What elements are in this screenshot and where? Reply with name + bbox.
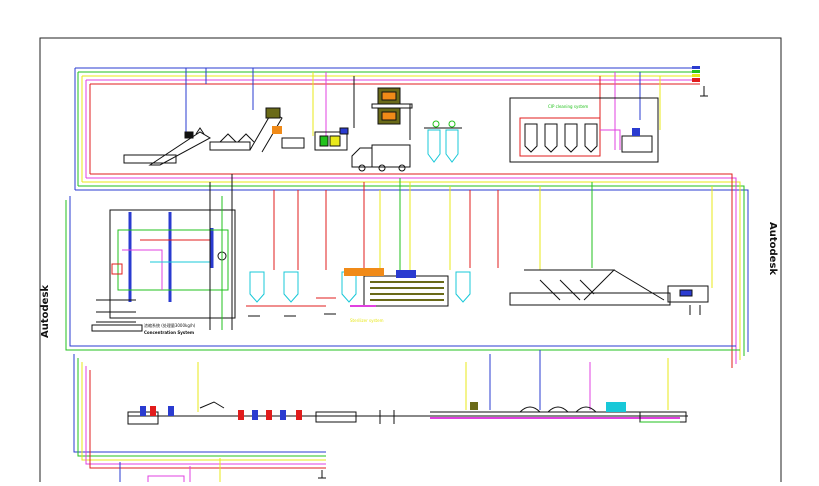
- sterilizer-system: [344, 268, 449, 307]
- elevator-conveyor-1: [123, 127, 212, 166]
- holding-tanks: [246, 271, 471, 317]
- cip-label: CIP cleaning system: [548, 104, 588, 109]
- legend-markers: [692, 66, 708, 97]
- pipe-loop-bottom: [73, 354, 326, 479]
- storage-tanks-pair: [424, 120, 462, 163]
- vertical-drops-bottom: [119, 350, 669, 485]
- truck-icon: [351, 144, 411, 172]
- watermark-left: Autodesk: [40, 285, 51, 338]
- cip-system: CIP cleaning system: [509, 97, 659, 163]
- washing-line: [209, 107, 305, 153]
- evaporator-system: [91, 209, 236, 332]
- pipe-loop-top-return: [75, 173, 749, 368]
- concentration-label-cn: 浓缩系统 (处理量3000kg/h): [144, 322, 196, 328]
- evaporator-pipes: [209, 174, 713, 330]
- watermark-right: Autodesk: [767, 222, 778, 275]
- filling-line: [509, 269, 709, 315]
- concentration-label-en: Concentration System: [144, 330, 194, 335]
- pipe-loop-top: [74, 67, 700, 190]
- sterilizer-label: Sterilizer system: [350, 318, 384, 323]
- pipe-loop-middle: [65, 196, 740, 351]
- press-tower: [371, 87, 413, 140]
- bottling-line: [127, 401, 688, 425]
- crusher-unit: [314, 127, 349, 151]
